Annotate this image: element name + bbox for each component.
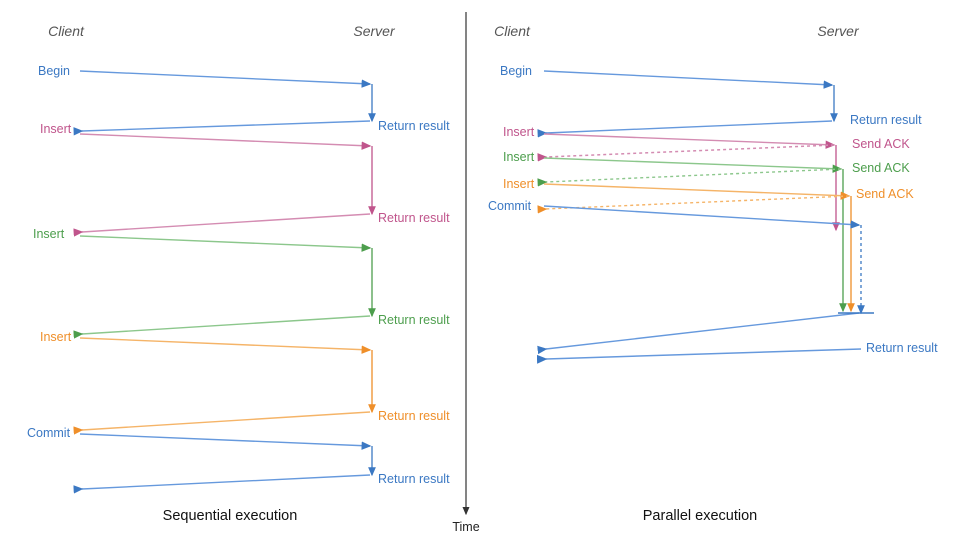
message-response-par-insert-1	[537, 144, 835, 162]
message-response-par-commit	[537, 312, 860, 355]
message-request-seq-begin	[79, 70, 372, 88]
label-request-seq-commit: Commit	[27, 426, 71, 440]
label-request-par-begin: Begin	[500, 64, 532, 78]
label-response-seq-insert-2: Return result	[378, 313, 450, 327]
label-request-par-insert-2: Insert	[503, 150, 535, 164]
message-response-par-begin	[537, 120, 833, 138]
label-request-par-commit: Commit	[488, 199, 532, 213]
label-response-seq-begin: Return result	[378, 119, 450, 133]
label-request-seq-insert-3: Insert	[40, 330, 72, 344]
label-request-seq-insert-2: Insert	[33, 227, 65, 241]
message-response-seq-commit	[73, 474, 371, 494]
message-response-seq-insert-2	[73, 315, 371, 339]
message-response-seq-insert-1	[73, 213, 371, 237]
message-request-seq-insert-2	[79, 235, 372, 252]
message-request-seq-commit	[79, 433, 372, 450]
label-response-par-insert-1: Send ACK	[852, 137, 910, 151]
label-request-par-insert-1: Insert	[503, 125, 535, 139]
label-response-seq-insert-1: Return result	[378, 211, 450, 225]
message-response-seq-begin	[73, 120, 371, 136]
label-response-par-commit: Return result	[866, 341, 938, 355]
label-response-par-insert-3: Send ACK	[856, 187, 914, 201]
caption-sequential-execution: Sequential execution	[163, 508, 298, 524]
message-response-par-insert-2	[537, 168, 842, 187]
label-response-par-begin: Return result	[850, 113, 922, 127]
message-response-seq-insert-3	[73, 411, 371, 435]
lane-title-client-sequential: Client	[48, 23, 85, 39]
message-response-par-insert-3	[537, 195, 850, 214]
label-response-seq-commit: Return result	[378, 472, 450, 486]
message-request-par-begin	[543, 70, 834, 89]
message-request-seq-insert-3	[79, 337, 372, 354]
lane-title-client-parallel: Client	[494, 23, 531, 39]
message-request-par-commit	[543, 205, 861, 229]
label-response-par-insert-2: Send ACK	[852, 161, 910, 175]
message-request-par-insert-2	[543, 157, 843, 173]
message-request-par-insert-1	[543, 133, 836, 149]
message-final-return-parallel	[536, 348, 862, 364]
lane-title-server-sequential: Server	[353, 23, 396, 39]
label-response-seq-insert-3: Return result	[378, 409, 450, 423]
lane-title-server-parallel: Server	[817, 23, 860, 39]
caption-parallel-execution: Parallel execution	[643, 508, 757, 524]
message-request-par-insert-3	[543, 183, 851, 200]
label-request-seq-begin: Begin	[38, 64, 70, 78]
message-request-seq-insert-1	[79, 133, 372, 150]
label-request-par-insert-3: Insert	[503, 177, 535, 191]
time-axis-label: Time	[452, 520, 479, 534]
label-request-seq-insert-1: Insert	[40, 122, 72, 136]
